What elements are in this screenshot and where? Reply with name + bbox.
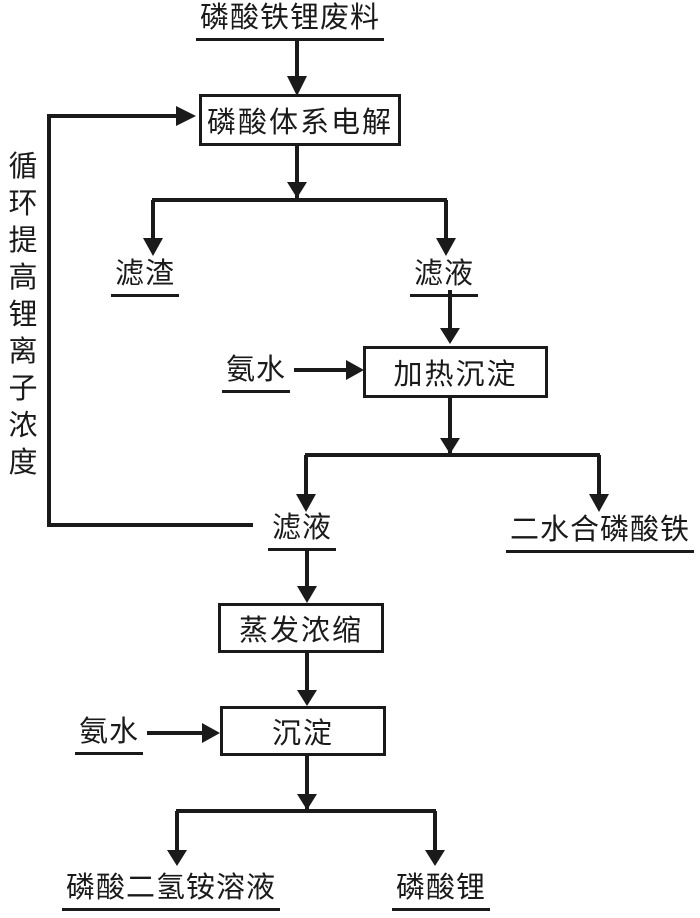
arrowhead	[440, 438, 460, 454]
step-heating-precipitation-box[interactable]: 加热沉淀	[363, 346, 548, 398]
arrowhead	[346, 360, 364, 380]
step-precipitation-label: 沉淀	[271, 716, 334, 750]
arrowhead	[143, 238, 163, 256]
arrowhead	[297, 690, 317, 706]
arrowhead	[202, 723, 220, 743]
product-ferric-phosphate-label: 二水合磷酸铁	[506, 512, 695, 553]
arrowhead	[589, 494, 609, 512]
filtrate1-label: 滤液	[410, 256, 479, 297]
arrowhead	[297, 586, 317, 603]
product-lithium-phosphate-label: 磷酸锂	[392, 870, 491, 911]
arrowhead	[176, 106, 196, 126]
step-electrolysis-box[interactable]: 磷酸体系电解	[199, 94, 401, 146]
step-evaporation-label: 蒸发浓缩	[238, 613, 363, 647]
residue-label: 滤渣	[111, 256, 180, 297]
arrowhead	[297, 794, 317, 810]
arrowhead	[440, 328, 460, 344]
arrowhead	[436, 238, 456, 256]
step-evaporation-box[interactable]: 蒸发浓缩	[218, 603, 384, 653]
ammonia1-label: 氨水	[222, 352, 291, 393]
step-heating-precipitation-label: 加热沉淀	[393, 357, 518, 391]
ammonia2-label: 氨水	[75, 714, 144, 755]
recycle-label: 循环提高锂离子浓度	[8, 149, 38, 479]
step-precipitation-box[interactable]: 沉淀	[220, 706, 386, 756]
input-material-label: 磷酸铁锂废料	[196, 0, 385, 41]
filtrate2-label: 滤液	[268, 510, 337, 551]
recycle-loop-line	[47, 114, 253, 527]
product-ammonium-phosphate-label: 磷酸二氢铵溶液	[62, 870, 281, 911]
arrowhead	[425, 850, 445, 866]
arrowhead	[167, 850, 187, 866]
arrowhead	[287, 76, 307, 96]
arrowhead	[296, 494, 316, 512]
step-electrolysis-label: 磷酸体系电解	[206, 105, 393, 139]
arrowhead	[287, 182, 307, 198]
